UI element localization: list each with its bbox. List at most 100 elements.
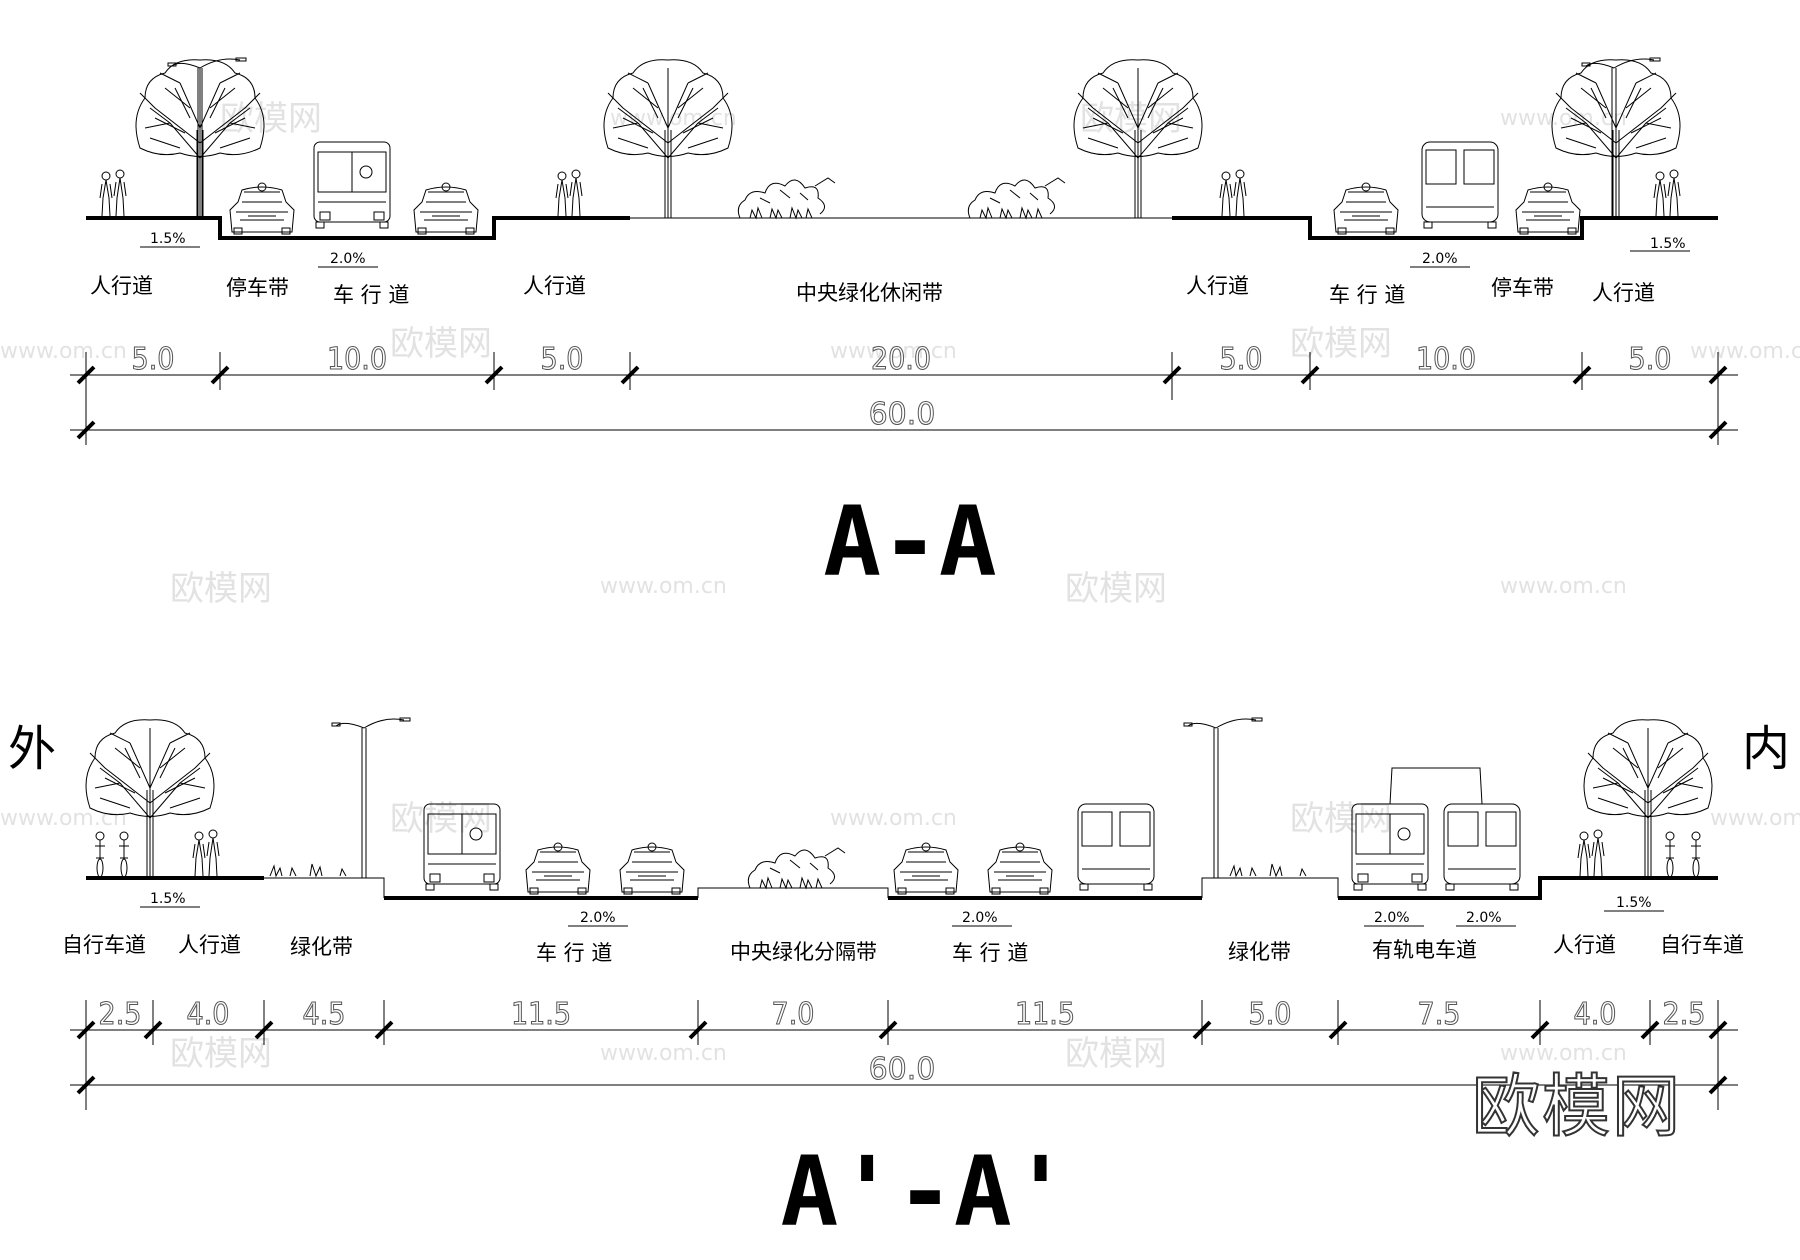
- dimension-value: 5.0: [1220, 342, 1263, 377]
- dimension-value: 5.0: [541, 342, 584, 377]
- zone-label: 车 行 道: [1329, 283, 1405, 307]
- watermark-url: www.om.cn: [1690, 339, 1800, 364]
- watermark-brand: 欧模网: [390, 324, 492, 364]
- ground-line: [1201, 877, 1339, 898]
- watermark-brand: 欧模网: [1290, 799, 1392, 839]
- cyclist-icon: [118, 831, 130, 878]
- cyclist-icon: [94, 831, 106, 878]
- watermark-brand: 欧模网: [220, 99, 322, 139]
- ground-line: [1172, 216, 1718, 240]
- car-icon: [893, 842, 959, 895]
- zone-label: 车 行 道: [333, 283, 409, 307]
- total-width: 60.0: [869, 397, 936, 432]
- grass-icon: [269, 863, 347, 877]
- pedestrian-icon: [1577, 829, 1605, 877]
- watermark-brand: 欧模网: [1290, 324, 1392, 364]
- pedestrian-icon: [555, 169, 583, 217]
- tram-pantograph: [1389, 767, 1483, 805]
- section-title: A'-A': [781, 1136, 1070, 1248]
- zone-label: 人行道: [1592, 281, 1655, 305]
- dimension-value: 5.0: [132, 342, 175, 377]
- zone-labels: 自行车道 人行道 绿化带 车 行 道 中央绿化分隔带 车 行 道 绿化带 有轨电…: [62, 933, 1744, 965]
- car-icon: [1333, 182, 1399, 235]
- section-a-prime: 外 内: [8, 717, 1790, 1248]
- slope-label: 2.0%: [580, 910, 616, 926]
- ground-line: [1338, 876, 1718, 900]
- tree-icon: [1583, 719, 1713, 879]
- zone-label: 人行道: [90, 274, 153, 298]
- slope-label: 2.0%: [1466, 910, 1502, 926]
- dimension-value: 11.5: [1015, 997, 1075, 1032]
- dimension-value: 5.0: [1629, 342, 1672, 377]
- zone-label: 停车带: [1491, 276, 1554, 300]
- pedestrian-icon: [1219, 169, 1247, 217]
- watermark-url: www.om.cn: [0, 339, 127, 364]
- slope-label: 2.0%: [1374, 910, 1410, 926]
- dimension-value: 2.5: [1663, 997, 1706, 1032]
- car-icon: [229, 182, 295, 235]
- slope-label: 2.0%: [1422, 251, 1458, 267]
- shrub-icon: [737, 177, 836, 219]
- bus-icon: [1421, 141, 1499, 229]
- brand-logo: 欧模网: [1472, 1068, 1682, 1147]
- car-icon: [525, 842, 591, 895]
- car-icon: [1515, 182, 1581, 235]
- zone-label: 人行道: [178, 933, 241, 957]
- watermark-url: www.om.cn: [600, 574, 727, 599]
- zone-label: 人行道: [523, 274, 586, 298]
- watermark-url: www.om.cn: [600, 1041, 727, 1066]
- pedestrian-icon: [1653, 169, 1681, 217]
- inner-side-label: 内: [1742, 721, 1790, 777]
- pedestrian-icon: [192, 829, 220, 877]
- slope-marks: 1.5% 2.0% 2.0% 1.5%: [140, 231, 1690, 268]
- watermark-brand: 欧模网: [170, 1034, 272, 1074]
- zone-label: 中央绿化分隔带: [730, 940, 877, 964]
- watermark-layer: 欧模网 欧模网 欧模网 欧模网 欧模网 欧模网 欧模网 欧模网 欧模网 欧模网 …: [0, 99, 1800, 1074]
- dimension-lines: 2.5 4.0 4.5 11.5 7.0 11.5 5.0 7.5 4.0 2.…: [70, 997, 1738, 1110]
- bus-icon: [1077, 803, 1155, 891]
- section-title: A-A: [823, 486, 996, 598]
- zone-label: 中央绿化休闲带: [796, 281, 943, 305]
- dimension-value: 5.0: [1249, 997, 1292, 1032]
- dimension-value: 7.0: [772, 997, 815, 1032]
- slope-marks: 1.5% 2.0% 2.0% 2.0% 2.0% 1.5%: [140, 891, 1664, 927]
- watermark-brand: 欧模网: [170, 569, 272, 609]
- dimension-value: 7.5: [1418, 997, 1461, 1032]
- cyclist-icon: [1690, 831, 1702, 878]
- grass-icon: [1229, 863, 1307, 877]
- watermark-url: www.om.cn: [1500, 106, 1627, 131]
- watermark-url: www.om.cn: [0, 806, 127, 831]
- car-icon: [413, 182, 479, 235]
- dimension-value: 20.0: [871, 342, 931, 377]
- watermark-brand: 欧模网: [1080, 99, 1182, 139]
- watermark-url: www.om.cn: [1710, 806, 1800, 831]
- zone-label: 绿化带: [1228, 940, 1291, 964]
- shrub-icon: [747, 847, 846, 889]
- slope-label: 2.0%: [330, 251, 366, 267]
- car-icon: [987, 842, 1053, 895]
- tree-icon: [603, 59, 733, 219]
- dimension-lines: 5.0 10.0 5.0 20.0 5.0 10.0 5.0 60.0: [70, 342, 1738, 445]
- ground-line: [697, 887, 889, 898]
- watermark-url: www.om.cn: [830, 339, 957, 364]
- watermark-brand: 欧模网: [390, 799, 492, 839]
- watermark-url: www.om.cn: [1500, 1041, 1627, 1066]
- pedestrian-icon: [99, 169, 127, 217]
- bus-icon: [313, 141, 391, 229]
- street-lamp-icon: [1183, 717, 1263, 879]
- dimension-value: 10.0: [1416, 342, 1476, 377]
- watermark-brand: 欧模网: [1065, 569, 1167, 609]
- zone-label: 自行车道: [1660, 933, 1744, 957]
- slope-label: 1.5%: [150, 891, 186, 907]
- zone-label: 自行车道: [62, 933, 146, 957]
- zone-label: 车 行 道: [952, 941, 1028, 965]
- dimension-value: 4.0: [1574, 997, 1617, 1032]
- watermark-url: www.om.cn: [830, 806, 957, 831]
- tree-icon: [85, 719, 215, 879]
- zone-label: 绿化带: [290, 935, 353, 959]
- slope-label: 1.5%: [150, 231, 186, 247]
- slope-label: 1.5%: [1650, 236, 1686, 252]
- shrub-icon: [967, 177, 1066, 219]
